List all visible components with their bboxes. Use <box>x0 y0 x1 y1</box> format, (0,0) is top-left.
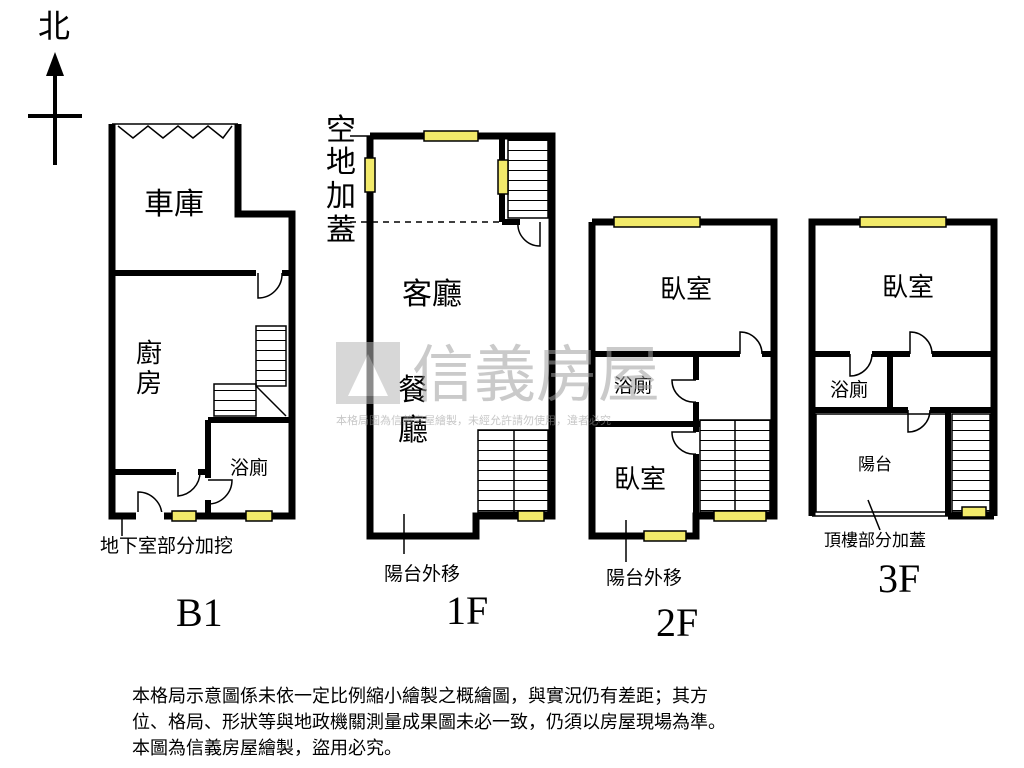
disclaimer-line: 本圖為信義房屋繪製，盜用必究。 <box>132 738 402 759</box>
window <box>713 510 767 522</box>
north-label: 北 <box>38 7 70 45</box>
garage-folding-door <box>117 125 233 140</box>
room-bathroom: 浴廁 <box>614 374 652 397</box>
yard-addition-char: 地 <box>326 145 356 180</box>
disclaimer: 本格局示意圖係未依一定比例縮小繪製之概繪圖，與實況仍有差距；其方 位、格局、形狀… <box>132 684 912 762</box>
disclaimer-line: 位、格局、形狀等與地政機關測量成果圖未必一致，仍須以房屋現場為準。 <box>132 712 726 733</box>
room-dining: 廳 <box>398 413 428 448</box>
stairs <box>951 413 991 513</box>
door-swing <box>137 491 163 517</box>
watermark-brand: 信義房屋 <box>412 338 660 411</box>
window <box>245 510 273 522</box>
watermark: 信義房屋 本格局圖為信義房屋繪製，未經允許請勿使用，違者必究 <box>336 338 660 427</box>
room-dining: 餐 <box>398 373 428 408</box>
floor-label-2f: 2F <box>656 600 698 645</box>
door-swing <box>257 272 283 299</box>
floor-b1-plan: 車庫 廚 房 浴廁 地下室部分加挖 B1 <box>100 123 296 635</box>
door-swing <box>739 331 763 355</box>
f2-note: 陽台外移 <box>606 567 682 589</box>
door-swing <box>177 471 201 497</box>
stairs <box>255 325 287 387</box>
room-garage: 車庫 <box>144 187 204 222</box>
floor-label-b1: B1 <box>176 590 223 635</box>
door-swing <box>671 379 697 403</box>
window <box>613 216 701 228</box>
floor-3f-plan: 臥室 浴廁 陽台 頂樓部分加蓋 3F <box>808 216 998 601</box>
door-swing <box>517 221 541 247</box>
b1-note: 地下室部分加挖 <box>100 535 233 557</box>
window <box>961 506 987 518</box>
room-bathroom: 浴廁 <box>830 378 868 401</box>
yard-addition-char: 加 <box>326 179 356 214</box>
stairs <box>507 139 549 219</box>
window <box>171 510 197 522</box>
floor-label-1f: 1F <box>446 588 488 633</box>
room-bedroom: 臥室 <box>660 275 712 305</box>
window <box>517 510 545 522</box>
window <box>497 159 509 195</box>
door-swing <box>671 431 697 455</box>
north-compass: 北 <box>28 7 82 165</box>
window <box>643 530 687 542</box>
window <box>423 130 479 142</box>
room-bedroom: 臥室 <box>614 465 666 495</box>
floor-2f-plan: 臥室 浴廁 臥室 陽台外移 2F <box>588 216 778 645</box>
room-kitchen: 房 <box>136 369 162 399</box>
room-bedroom: 臥室 <box>882 273 934 303</box>
room-living: 客廳 <box>402 277 462 312</box>
room-balcony: 陽台 <box>858 455 892 475</box>
room-bathroom: 浴廁 <box>230 456 268 479</box>
floor-label-3f: 3F <box>878 556 920 601</box>
disclaimer-line: 本格局示意圖係未依一定比例縮小繪製之概繪圖，與實況仍有差距；其方 <box>132 686 708 707</box>
f1-note: 陽台外移 <box>384 563 460 585</box>
watermark-subtext: 本格局圖為信義房屋繪製，未經允許請勿使用，違者必究 <box>336 413 611 427</box>
floor-1f-plan: 空 地 加 蓋 客廳 餐 廳 陽台外移 1F <box>326 113 556 633</box>
door-swing <box>207 479 233 505</box>
window <box>859 216 947 228</box>
room-kitchen: 廚 <box>136 339 162 369</box>
yard-addition-char: 空 <box>326 113 356 148</box>
door-swing <box>849 353 873 377</box>
stairs <box>213 383 257 417</box>
stairs <box>477 429 549 513</box>
window <box>364 157 376 193</box>
door-swing <box>909 331 933 355</box>
yard-addition-char: 蓋 <box>326 213 356 248</box>
f3-note: 頂樓部分加蓋 <box>824 531 926 551</box>
